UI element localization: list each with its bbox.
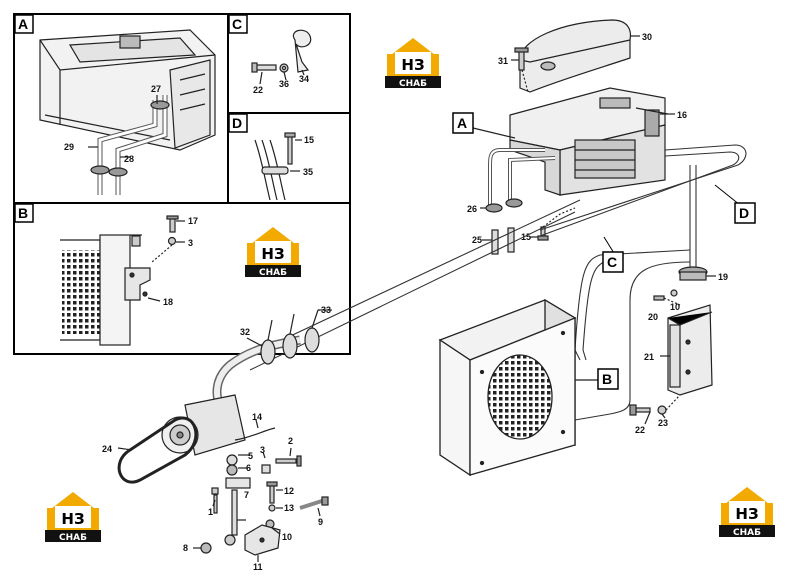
brand-logo-main: НЗ	[735, 505, 758, 523]
callout-b: B	[602, 371, 612, 387]
panel-b-label: B	[18, 205, 28, 221]
label-7: 7	[244, 490, 249, 500]
panel-d-drawing	[254, 132, 302, 201]
label-33: 33	[321, 305, 331, 315]
label-15-d: 15	[304, 135, 314, 145]
label-1: 1	[208, 507, 213, 517]
callout-a: A	[457, 115, 467, 131]
label-18: 18	[163, 297, 173, 307]
brand-logo: НЗ СНАБ	[385, 38, 441, 89]
label-2: 2	[288, 436, 293, 446]
label-13: 13	[284, 503, 294, 513]
panel-a-label: A	[18, 16, 28, 32]
panel-c-label: C	[232, 16, 242, 32]
label-29: 29	[64, 142, 74, 152]
label-35: 35	[303, 167, 313, 177]
brand-logo: НЗ СНАБ	[45, 492, 101, 543]
label-23: 23	[658, 418, 668, 428]
expansion-tank	[629, 266, 716, 425]
label-12: 12	[284, 486, 294, 496]
hose-lines	[249, 144, 747, 421]
panel-b-drawing	[60, 215, 185, 346]
label-28: 28	[124, 154, 134, 164]
label-22-c: 22	[253, 85, 263, 95]
label-9: 9	[318, 517, 323, 527]
label-10: 10	[282, 532, 292, 542]
label-31: 31	[498, 56, 508, 66]
callout-d: D	[739, 205, 749, 221]
brand-logo-sub: СНАБ	[59, 533, 87, 543]
inset-panels: A C D B	[13, 13, 351, 355]
label-10-tank: 10	[670, 302, 680, 312]
label-6: 6	[246, 463, 251, 473]
brand-logo: НЗ СНАБ	[245, 227, 301, 278]
label-27: 27	[151, 84, 161, 94]
brand-logo-main: НЗ	[61, 510, 84, 528]
label-15: 15	[521, 232, 531, 242]
label-34: 34	[299, 74, 309, 84]
panel-a-drawing	[39, 29, 216, 195]
heater-unit	[472, 19, 675, 255]
label-17: 17	[188, 216, 198, 226]
label-16: 16	[677, 110, 687, 120]
panel-d-label: D	[232, 115, 242, 131]
label-26: 26	[467, 204, 477, 214]
label-22: 22	[635, 425, 645, 435]
label-21: 21	[644, 352, 654, 362]
brand-logo-sub: СНАБ	[259, 268, 287, 278]
label-25: 25	[472, 235, 482, 245]
panel-c-drawing	[251, 29, 312, 85]
brand-logo-main: НЗ	[401, 56, 424, 74]
fan-box	[438, 298, 600, 477]
label-11: 11	[253, 562, 263, 572]
label-24: 24	[102, 444, 112, 454]
label-20: 20	[648, 312, 658, 322]
brand-logo-sub: СНАБ	[399, 79, 427, 89]
label-3-b: 3	[188, 238, 193, 248]
label-3: 3	[260, 445, 265, 455]
brand-logo-main: НЗ	[261, 245, 284, 263]
label-14: 14	[252, 412, 262, 422]
callout-c: C	[607, 254, 617, 270]
compressor-assembly	[117, 309, 332, 562]
label-19: 19	[718, 272, 728, 282]
brand-logo: НЗ СНАБ	[719, 487, 775, 538]
label-30: 30	[642, 32, 652, 42]
label-32: 32	[240, 327, 250, 337]
label-8: 8	[183, 543, 188, 553]
brand-logo-sub: СНАБ	[733, 528, 761, 538]
label-5: 5	[248, 451, 253, 461]
label-36: 36	[279, 79, 289, 89]
